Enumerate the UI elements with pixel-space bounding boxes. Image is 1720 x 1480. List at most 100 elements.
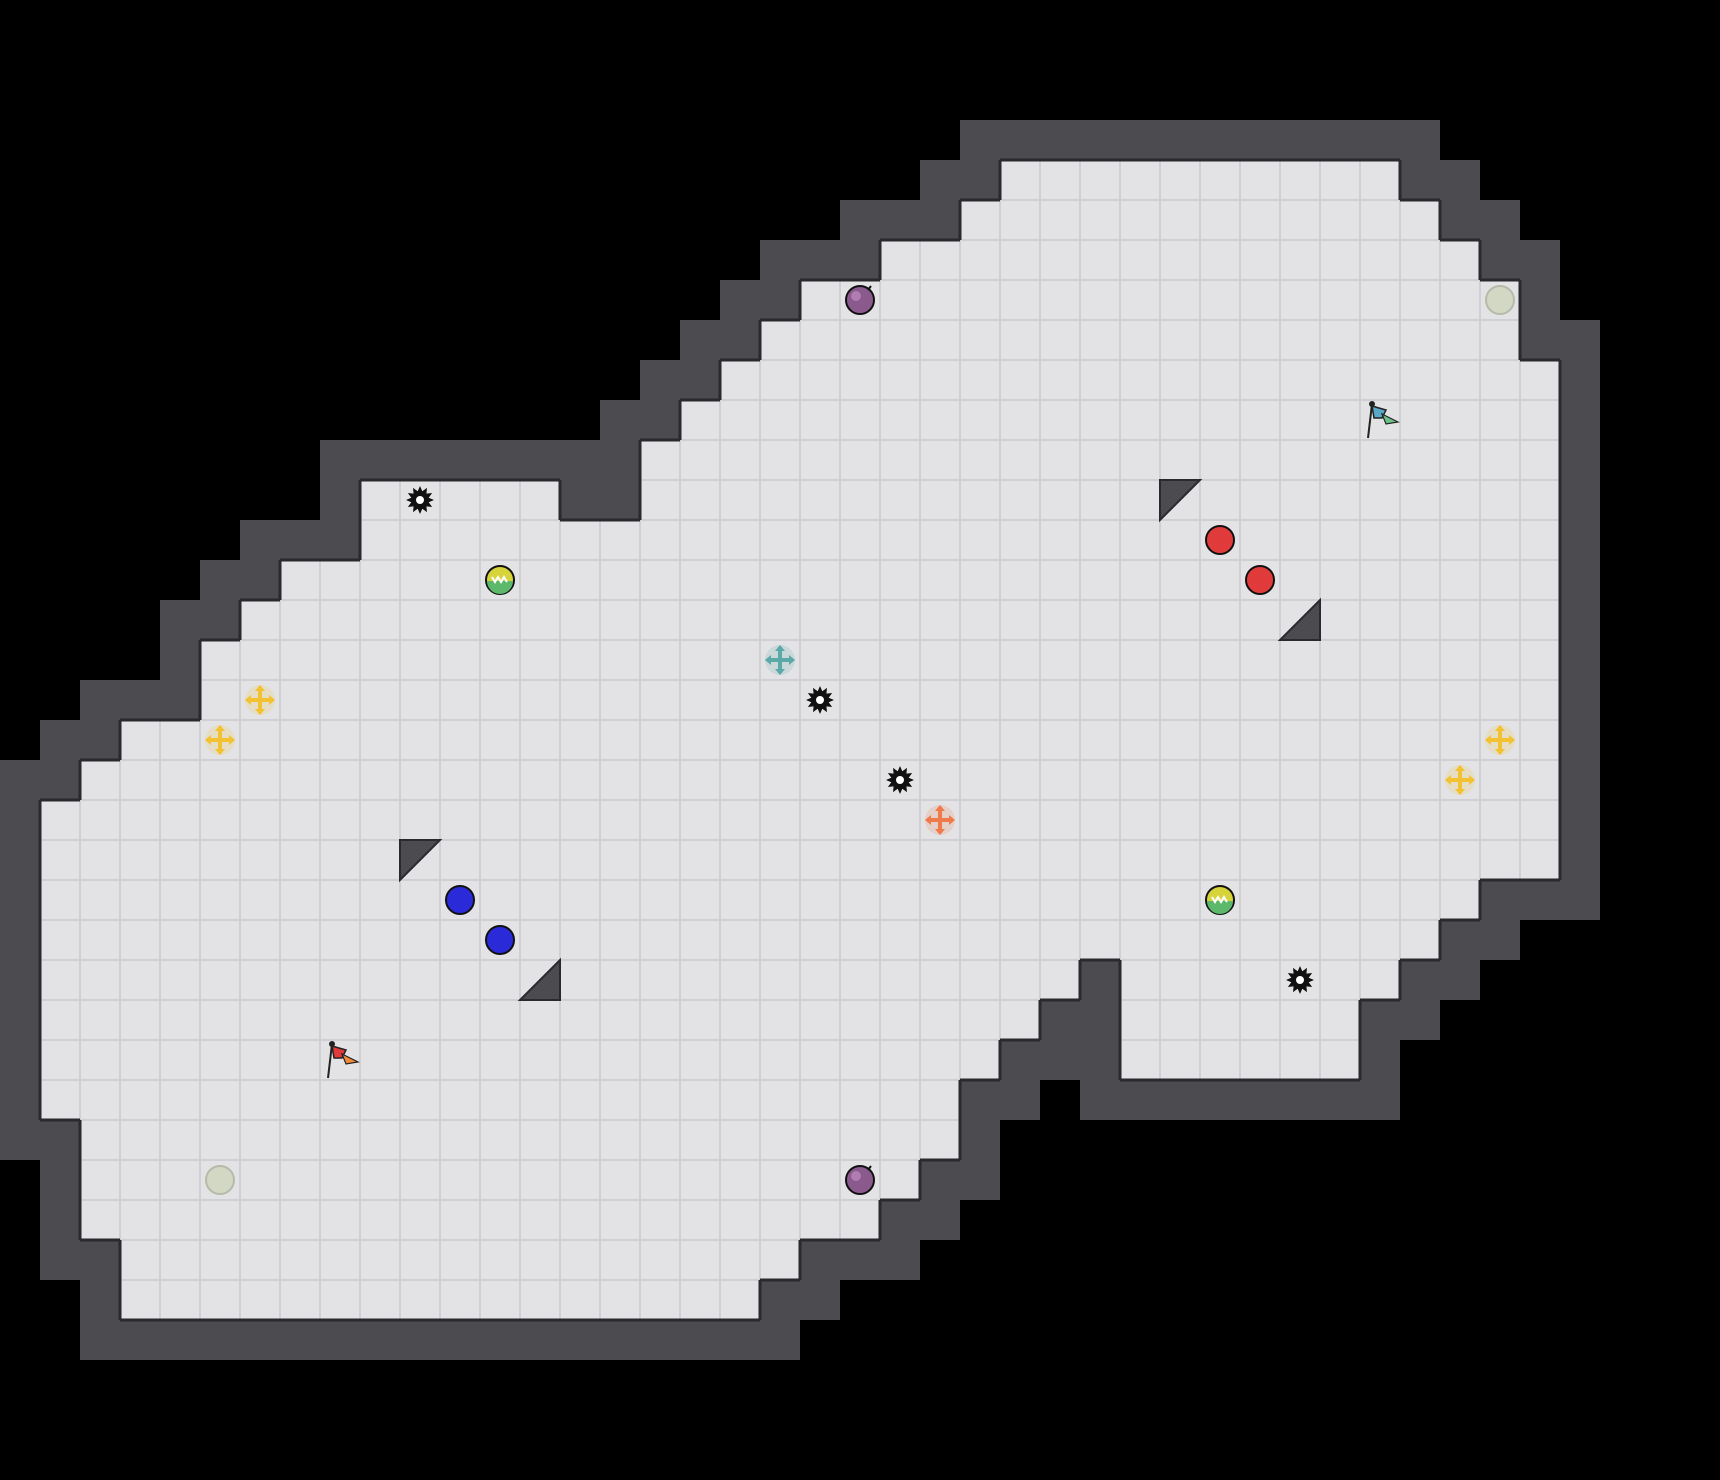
- wall-tile: [280, 520, 320, 560]
- inactive-portal-icon[interactable]: [1485, 285, 1515, 315]
- floor-tile: [640, 1240, 680, 1280]
- floor-tile: [600, 880, 640, 920]
- spike-icon[interactable]: [1286, 966, 1314, 994]
- floor-tile: [760, 720, 800, 760]
- spike-icon[interactable]: [806, 686, 834, 714]
- floor-tile: [640, 840, 680, 880]
- blue-player-ball-icon[interactable]: [445, 885, 475, 915]
- floor-tile: [960, 240, 1000, 280]
- floor-tile: [960, 320, 1000, 360]
- grip-powerup-icon[interactable]: [1205, 885, 1235, 915]
- floor-tile: [160, 1200, 200, 1240]
- orange-boost-icon[interactable]: [925, 805, 955, 835]
- floor-tile: [680, 1280, 720, 1320]
- floor-tile: [1080, 360, 1120, 400]
- yellow-boost-icon[interactable]: [1485, 725, 1515, 755]
- floor-tile: [1400, 840, 1440, 880]
- boost-arrowhead: [1455, 789, 1465, 795]
- wall-tile: [1120, 120, 1160, 160]
- floor-tile: [440, 800, 480, 840]
- wall-tile: [1560, 520, 1600, 560]
- floor-tile: [680, 1160, 720, 1200]
- floor-tile: [1080, 800, 1120, 840]
- red-flag-icon[interactable]: [327, 1041, 360, 1079]
- floor-tile: [1440, 720, 1480, 760]
- floor-tile: [1120, 520, 1160, 560]
- spike-icon[interactable]: [406, 486, 434, 514]
- floor-tile: [840, 1200, 880, 1240]
- floor-tile: [640, 1080, 680, 1120]
- floor-tile: [360, 800, 400, 840]
- floor-tile: [360, 960, 400, 1000]
- floor-tile: [120, 800, 160, 840]
- boost-arrowhead: [949, 815, 955, 825]
- floor-tile: [1160, 840, 1200, 880]
- wall-tile: [1040, 120, 1080, 160]
- bomb-fuse: [867, 285, 872, 291]
- floor-tile: [920, 880, 960, 920]
- wall-tile: [680, 360, 720, 400]
- floor-tile: [880, 680, 920, 720]
- floor-tile: [400, 880, 440, 920]
- floor-tile: [280, 720, 320, 760]
- floor-tile: [1280, 1000, 1320, 1040]
- wall-layer: [0, 120, 1600, 1360]
- floor-tile: [1160, 960, 1200, 1000]
- floor-tile: [960, 720, 1000, 760]
- floor-tile: [760, 680, 800, 720]
- inactive-portal-icon[interactable]: [205, 1165, 235, 1195]
- floor-tile: [520, 640, 560, 680]
- floor-tile: [640, 520, 680, 560]
- floor-tile: [720, 1000, 760, 1040]
- floor-tile: [1200, 240, 1240, 280]
- floor-tile: [600, 600, 640, 640]
- floor-tile: [1360, 680, 1400, 720]
- wall-tile: [1240, 1080, 1280, 1120]
- floor-tile: [720, 960, 760, 1000]
- bomb-icon[interactable]: [845, 1165, 875, 1195]
- yellow-boost-icon[interactable]: [245, 685, 275, 715]
- floor-tile: [1520, 480, 1560, 520]
- teal-boost-icon[interactable]: [765, 645, 795, 675]
- floor-tile: [560, 1080, 600, 1120]
- floor-tile: [1120, 440, 1160, 480]
- floor-tile: [680, 920, 720, 960]
- red-player-ball-icon[interactable]: [1245, 565, 1275, 595]
- floor-tile: [1160, 680, 1200, 720]
- floor-tile: [1240, 1040, 1280, 1080]
- floor-tile: [1240, 160, 1280, 200]
- bomb-icon[interactable]: [845, 285, 875, 315]
- floor-tile: [160, 1160, 200, 1200]
- floor-tile: [1160, 1040, 1200, 1080]
- floor-tile: [960, 1040, 1000, 1080]
- floor-tile: [1360, 760, 1400, 800]
- floor-tile: [1080, 880, 1120, 920]
- floor-tile: [560, 1040, 600, 1080]
- floor-tile: [840, 1000, 880, 1040]
- floor-tile: [160, 880, 200, 920]
- floor-tile: [320, 920, 360, 960]
- floor-tile: [1040, 200, 1080, 240]
- wall-tile: [1160, 1080, 1200, 1120]
- floor-tile: [1320, 200, 1360, 240]
- yellow-boost-icon[interactable]: [205, 725, 235, 755]
- blue-player-ball-icon[interactable]: [485, 925, 515, 955]
- ball-body: [1245, 565, 1275, 595]
- floor-tile: [160, 1000, 200, 1040]
- red-player-ball-icon[interactable]: [1205, 525, 1235, 555]
- floor-tile: [1000, 440, 1040, 480]
- floor-tile: [1120, 360, 1160, 400]
- floor-tile: [1320, 960, 1360, 1000]
- floor-tile: [280, 800, 320, 840]
- spike-icon[interactable]: [886, 766, 914, 794]
- floor-tile: [960, 280, 1000, 320]
- floor-tile: [1080, 440, 1120, 480]
- wall-tile: [1560, 640, 1600, 680]
- yellow-boost-icon[interactable]: [1445, 765, 1475, 795]
- wall-tile: [640, 1320, 680, 1360]
- floor-tile: [1120, 760, 1160, 800]
- blue-flag-icon[interactable]: [1367, 401, 1400, 439]
- grip-powerup-icon[interactable]: [485, 565, 515, 595]
- floor-tile: [600, 1120, 640, 1160]
- floor-tile: [1000, 320, 1040, 360]
